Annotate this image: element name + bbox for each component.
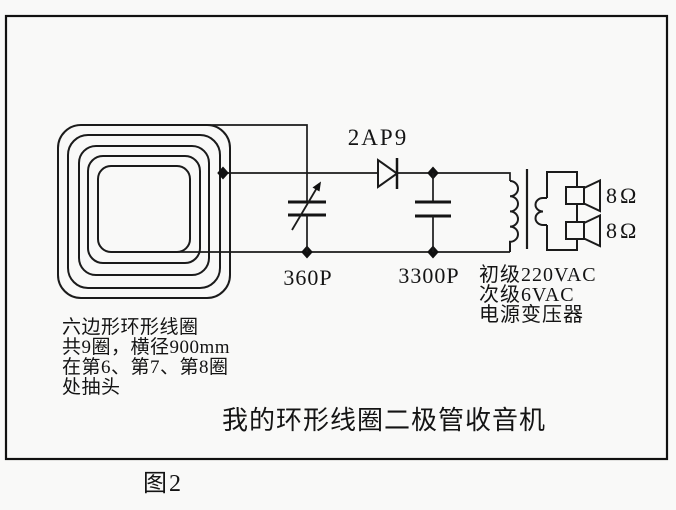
coil-turn-2 xyxy=(67,134,221,289)
diode-label: 2AP9 xyxy=(348,125,408,150)
capacitor-label: 3300P xyxy=(398,263,459,288)
frame-border xyxy=(4,14,669,461)
speaker-2-coil xyxy=(565,221,585,240)
coil-note-line-2: 共9圈，横径900mm xyxy=(62,336,230,358)
speaker-box xyxy=(546,171,578,251)
diode-symbol xyxy=(377,158,399,189)
transformer-symbol xyxy=(509,169,547,252)
speaker-1-impedance-label: 8Ω xyxy=(606,183,639,208)
coil-turn-4 xyxy=(87,155,201,264)
speaker-2-impedance-label: 8Ω xyxy=(606,218,639,243)
coil-note-line-3: 在第6、第7、第8圈 xyxy=(62,356,229,378)
coil-top-wire xyxy=(140,124,308,202)
speaker-1-icon xyxy=(565,178,601,213)
transformer-primary-label: 初级220VAC xyxy=(479,263,597,286)
varcap-arrow-shaft xyxy=(291,185,319,231)
coil-note-line-1: 六边形环形线圈 xyxy=(62,316,199,338)
speaker-2-icon xyxy=(565,213,601,248)
coil-turn-5 xyxy=(97,165,191,253)
figure-number: 图2 xyxy=(143,471,183,497)
transformer-secondary-winding xyxy=(534,197,547,226)
coil-turn-3 xyxy=(78,145,210,276)
diode-triangle xyxy=(377,158,399,189)
coil-note-line-4: 处抽头 xyxy=(62,376,121,398)
variable-capacitor-label: 360P xyxy=(283,265,332,290)
speaker-1-horn xyxy=(583,178,601,213)
transformer-secondary-label: 次级6VAC xyxy=(479,283,575,306)
transformer-name-label: 电源变压器 xyxy=(479,303,584,326)
loop-antenna-coil xyxy=(57,124,231,299)
coil-tap-dot xyxy=(217,166,229,180)
diode-to-transformer-wire xyxy=(397,172,511,181)
speaker-1-coil xyxy=(565,186,585,205)
transformer-primary-winding xyxy=(509,180,519,252)
variable-capacitor-symbol xyxy=(288,181,326,252)
figure-caption: 我的环形线圈二极管收音机 xyxy=(222,406,546,435)
varcap-arrow-head xyxy=(312,181,321,192)
speaker-2-horn xyxy=(583,213,601,248)
capacitor-symbol xyxy=(415,173,451,252)
